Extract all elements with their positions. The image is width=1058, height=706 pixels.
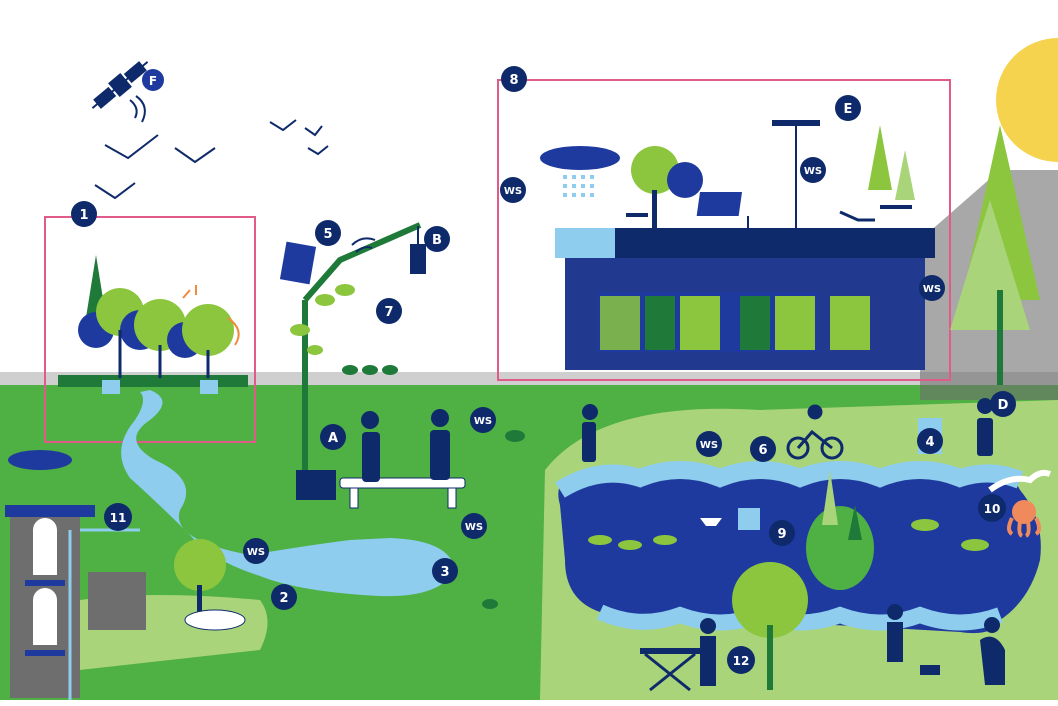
ws-label: WS bbox=[474, 416, 492, 427]
rooftop-bench-icon bbox=[626, 205, 912, 222]
market-stall-icon bbox=[640, 618, 716, 692]
ws-label: WS bbox=[923, 284, 941, 295]
weather-station-icon: WS bbox=[696, 431, 722, 457]
green-wall bbox=[88, 572, 146, 630]
marker-5-label: 5 bbox=[323, 227, 332, 242]
sun-icon bbox=[996, 38, 1058, 162]
weather-station-icon: WS bbox=[919, 275, 945, 301]
boat-icon bbox=[700, 518, 722, 526]
marker-F-label: F bbox=[149, 74, 157, 88]
ws-label: WS bbox=[465, 522, 483, 533]
cloud-rain-icon bbox=[540, 146, 620, 197]
satellite-signal-icon bbox=[129, 95, 146, 123]
zone-1-frame bbox=[44, 216, 256, 443]
marker-6[interactable]: 6 bbox=[750, 436, 776, 462]
solar-panel-icon bbox=[696, 192, 749, 228]
weather-station-icon: WS bbox=[470, 407, 496, 433]
elderly-person-icon bbox=[980, 617, 1005, 685]
garden-tree bbox=[174, 539, 246, 631]
marker-F[interactable]: F bbox=[142, 69, 164, 91]
phone-user-icon bbox=[977, 398, 993, 456]
weather-station-icon: WS bbox=[461, 513, 487, 539]
canal-wave-top bbox=[555, 461, 1024, 498]
antenna-icon bbox=[772, 120, 820, 228]
marker-11[interactable]: 11 bbox=[104, 503, 132, 531]
ws-label: WS bbox=[247, 547, 265, 558]
marker-B[interactable]: B bbox=[424, 226, 450, 252]
people-on-bench bbox=[361, 409, 450, 482]
marker-3[interactable]: 3 bbox=[432, 558, 458, 584]
zone-1-trees bbox=[58, 255, 248, 394]
marker-12-label: 12 bbox=[733, 654, 750, 668]
marker-A[interactable]: A bbox=[320, 424, 346, 450]
marker-4-label: 4 bbox=[925, 435, 934, 450]
marker-1-label: 1 bbox=[79, 208, 88, 223]
pedestrian-icon bbox=[582, 404, 598, 462]
weather-station-icon: WS bbox=[243, 538, 269, 564]
water-plants bbox=[588, 519, 989, 551]
seagull-icon bbox=[988, 469, 1052, 493]
zone-8-frame bbox=[497, 79, 951, 381]
marker-5[interactable]: 5 bbox=[315, 220, 341, 246]
marker-7-label: 7 bbox=[384, 305, 393, 320]
water-quality-sensor bbox=[738, 508, 760, 530]
air-flow-arrows-icon bbox=[182, 285, 240, 346]
ws-label: WS bbox=[504, 186, 522, 197]
marker-6-label: 6 bbox=[758, 443, 767, 458]
bushes bbox=[342, 365, 525, 609]
birds bbox=[94, 119, 329, 200]
octopus-icon bbox=[1007, 500, 1041, 538]
marker-D[interactable]: D bbox=[990, 391, 1016, 417]
marker-1[interactable]: 1 bbox=[71, 201, 97, 227]
ws-label: WS bbox=[804, 166, 822, 177]
marker-10[interactable]: 10 bbox=[978, 494, 1006, 522]
left-building bbox=[5, 450, 140, 700]
marker-E[interactable]: E bbox=[835, 95, 861, 121]
weather-station-icon: WS bbox=[500, 177, 526, 203]
marker-D-label: D bbox=[998, 398, 1009, 413]
marker-9[interactable]: 9 bbox=[769, 520, 795, 546]
marker-3-label: 3 bbox=[440, 565, 449, 580]
green-building bbox=[555, 228, 935, 370]
marker-10-label: 10 bbox=[984, 502, 1001, 516]
marker-9-label: 9 bbox=[777, 527, 786, 542]
marker-11-label: 11 bbox=[110, 511, 127, 525]
marker-E-label: E bbox=[844, 102, 853, 117]
ws-label: WS bbox=[700, 440, 718, 451]
wifi-signal-icon bbox=[351, 237, 376, 253]
canal bbox=[558, 470, 1041, 634]
marker-2[interactable]: 2 bbox=[271, 584, 297, 610]
solar-panel-icon-2 bbox=[279, 241, 317, 285]
riverside-tree bbox=[732, 562, 808, 690]
floating-island bbox=[806, 470, 874, 590]
marker-12[interactable]: 12 bbox=[727, 646, 755, 674]
marker-7[interactable]: 7 bbox=[376, 298, 402, 324]
marker-B-label: B bbox=[432, 233, 442, 248]
tall-trees bbox=[950, 125, 1040, 385]
marker-4[interactable]: 4 bbox=[917, 428, 943, 454]
marker-8[interactable]: 8 bbox=[501, 66, 527, 92]
satellite-icon bbox=[91, 61, 149, 109]
bicycle-icon bbox=[786, 404, 844, 460]
rooftop-trees bbox=[631, 125, 915, 228]
marker-8-label: 8 bbox=[509, 73, 518, 88]
lamp-leaves bbox=[290, 284, 355, 355]
marker-2-label: 2 bbox=[279, 591, 288, 606]
marker-A-label: A bbox=[328, 431, 338, 446]
weather-station-icon: WS bbox=[800, 157, 826, 183]
dog-walker-icon bbox=[887, 604, 940, 675]
